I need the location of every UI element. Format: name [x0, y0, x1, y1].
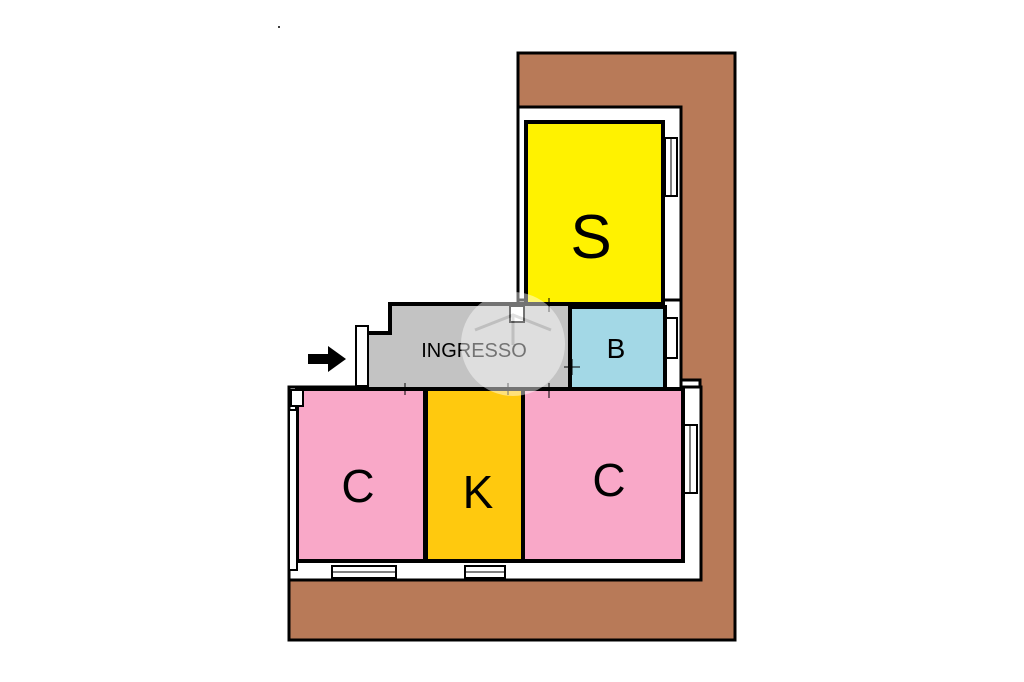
right-arrow-icon — [308, 346, 346, 372]
column-ingresso — [509, 305, 525, 323]
column-c-left — [290, 389, 304, 407]
watermark-circle — [461, 292, 565, 396]
stray-dot — [278, 26, 280, 28]
room-c-right-label: C — [592, 454, 625, 506]
room-k-label: K — [463, 466, 494, 518]
room-b-label: B — [607, 333, 626, 364]
room-s — [524, 120, 665, 306]
room-ingresso-label: INGRESSO — [421, 340, 527, 362]
room-s-label: S — [570, 203, 611, 272]
room-c-right — [521, 387, 685, 563]
door-marks — [404, 298, 580, 398]
wall-pillar — [355, 325, 369, 387]
window-b — [665, 317, 678, 359]
room-c-left — [295, 387, 427, 563]
room-c-left-label: C — [341, 460, 374, 512]
window-left — [288, 409, 298, 571]
